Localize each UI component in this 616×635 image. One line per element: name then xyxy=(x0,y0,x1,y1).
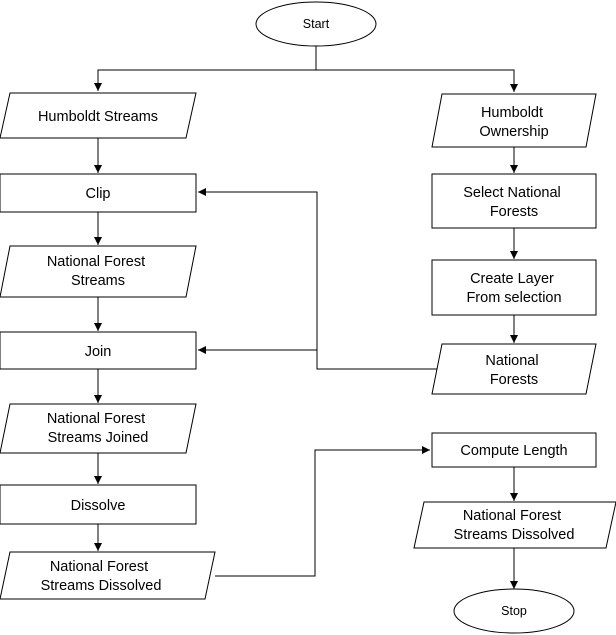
node-compute-length: Compute Length xyxy=(431,432,597,468)
node-dissolve-label: Dissolve xyxy=(71,498,126,514)
node-dissolve: Dissolve xyxy=(0,484,197,525)
node-create-layer: Create Layer From selection xyxy=(431,259,597,316)
edge-national-forests-to-clip xyxy=(198,188,438,370)
node-select-national-forests: Select National Forests xyxy=(431,173,597,229)
node-national-forest-streams-dissolved-left-label: National Forest Streams Dissolved xyxy=(41,559,162,594)
node-national-forest-streams-joined-label: National Forest Streams Joined xyxy=(47,411,149,446)
node-national-forest-streams-dissolved-right: National Forest Streams Dissolved xyxy=(413,501,616,549)
node-compute-length-label: Compute Length xyxy=(460,443,567,459)
node-clip: Clip xyxy=(0,173,197,213)
node-humboldt-ownership: Humboldt Ownership xyxy=(431,93,597,148)
edge-start-to-humboldt-ownership xyxy=(316,69,518,92)
node-create-layer-label: Create Layer From selection xyxy=(466,271,561,306)
node-start: Start xyxy=(255,1,377,47)
node-humboldt-streams: Humboldt Streams xyxy=(0,92,197,139)
node-humboldt-streams-label: Humboldt Streams xyxy=(38,109,158,125)
node-stop: Stop xyxy=(453,588,575,634)
connectors xyxy=(94,46,518,589)
node-select-national-forests-label: Select National Forests xyxy=(463,185,565,220)
node-national-forest-streams: National Forest Streams xyxy=(0,245,197,298)
edge-dissolved-left-to-compute-length xyxy=(215,446,430,577)
node-clip-label: Clip xyxy=(86,186,111,202)
node-join-label: Join xyxy=(85,344,112,360)
node-national-forests-label: National Forests xyxy=(485,353,542,388)
node-national-forest-streams-dissolved-right-label: National Forest Streams Dissolved xyxy=(454,508,575,543)
node-national-forests: National Forests xyxy=(431,343,597,395)
node-start-label: Start xyxy=(303,17,330,31)
node-humboldt-ownership-label: Humboldt Ownership xyxy=(479,105,548,140)
node-national-forest-streams-label: National Forest Streams xyxy=(47,254,149,289)
edge-start-to-humboldt-streams xyxy=(94,69,316,91)
node-national-forest-streams-joined: National Forest Streams Joined xyxy=(0,403,197,454)
node-national-forest-streams-dissolved-left: National Forest Streams Dissolved xyxy=(0,551,216,600)
node-join: Join xyxy=(0,331,197,370)
node-stop-label: Stop xyxy=(501,604,527,618)
